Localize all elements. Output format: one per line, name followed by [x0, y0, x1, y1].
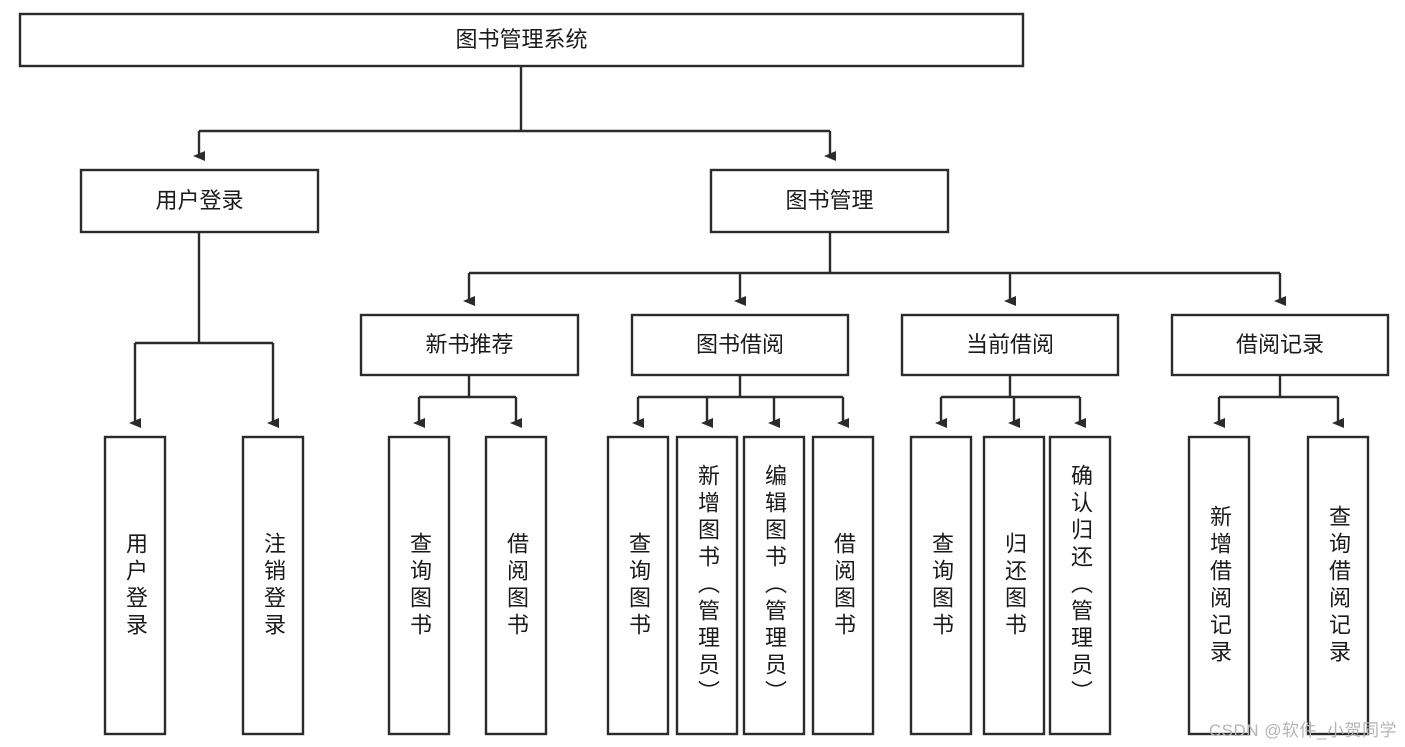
leaf-box-borrow-book-new[interactable]: [484, 435, 548, 736]
node-book-management-label: 图书管理: [785, 188, 873, 213]
node-book-borrow[interactable]: 图书借阅: [630, 313, 850, 377]
watermark-text: CSDN @软件_小贺同学: [1208, 721, 1397, 740]
leaf-box-query-book-new[interactable]: [387, 435, 451, 736]
leaf-box-confirm-return-admin[interactable]: [1048, 435, 1112, 736]
node-current-borrow-label: 当前借阅: [966, 332, 1054, 357]
connector-group-borrow-record: [1213, 375, 1344, 428]
leaf-box-user-login[interactable]: [103, 435, 167, 736]
connector-group-book-borrow: [632, 375, 849, 428]
node-new-book-recommend-label: 新书推荐: [425, 332, 513, 357]
node-borrow-record[interactable]: 借阅记录: [1170, 313, 1390, 377]
leaf-box-edit-book-admin[interactable]: [742, 435, 806, 736]
connector-group-new-book: [413, 375, 522, 428]
leaf-box-query-book-borrow[interactable]: [606, 435, 670, 736]
connector-group-book-manage: [463, 232, 1286, 306]
leaf-box-query-borrow-record[interactable]: [1306, 435, 1370, 736]
leaf-box-borrow-book[interactable]: [811, 435, 875, 736]
node-root[interactable]: 图书管理系统: [18, 12, 1025, 68]
node-user-login[interactable]: 用户登录: [79, 168, 320, 234]
leaf-boxes: [103, 435, 1370, 736]
connector-group-root: [193, 66, 836, 161]
leaf-box-query-book-current[interactable]: [909, 435, 973, 736]
node-book-management[interactable]: 图书管理: [709, 168, 950, 234]
connector-group-current-borrow: [935, 375, 1086, 428]
node-borrow-record-label: 借阅记录: [1236, 332, 1324, 357]
node-new-book-recommend[interactable]: 新书推荐: [359, 313, 580, 377]
node-root-label: 图书管理系统: [455, 27, 587, 52]
connector-group-user-login: [129, 232, 279, 428]
leaf-box-logout[interactable]: [241, 435, 305, 736]
node-book-borrow-label: 图书借阅: [696, 332, 784, 357]
leaf-box-return-book[interactable]: [982, 435, 1046, 736]
node-user-login-label: 用户登录: [155, 188, 243, 213]
leaf-box-add-borrow-record[interactable]: [1187, 435, 1251, 736]
leaf-box-add-book-admin[interactable]: [675, 435, 739, 736]
node-current-borrow[interactable]: 当前借阅: [900, 313, 1120, 377]
